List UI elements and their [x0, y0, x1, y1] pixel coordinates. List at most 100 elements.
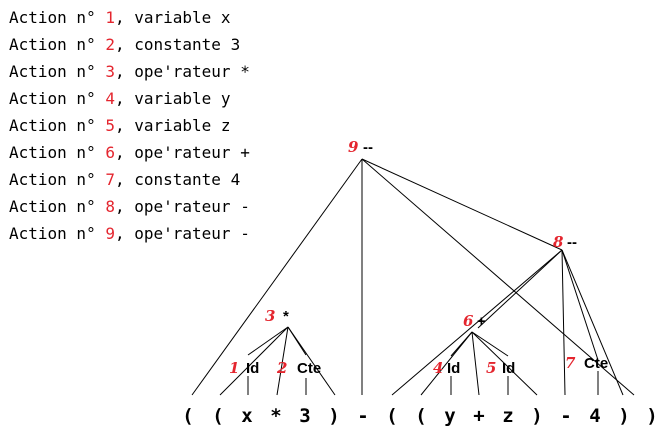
tree-edge	[420, 331, 473, 396]
leaf-label: Cte	[297, 360, 321, 377]
node-6: 6+	[463, 312, 486, 330]
leaf-label: Id	[502, 360, 515, 377]
tree-edge	[477, 249, 563, 329]
tree-edge	[561, 249, 624, 396]
tree-edge	[276, 326, 289, 396]
action-line: Action n° 8, ope'rateur -	[9, 193, 250, 220]
node-9: 9--	[348, 138, 373, 156]
node-number: 9	[348, 138, 359, 156]
action-description: , ope'rateur +	[114, 143, 250, 162]
node-number: 3	[265, 307, 275, 325]
token: -	[560, 405, 571, 427]
token: )	[531, 405, 542, 427]
node-number: 6	[463, 312, 474, 330]
action-line: Action n° 1, variable x	[9, 4, 250, 31]
token: (	[386, 405, 397, 427]
action-line: Action n° 4, variable y	[9, 85, 250, 112]
action-prefix: Action n°	[9, 89, 106, 108]
action-prefix: Action n°	[9, 197, 106, 216]
token: (	[182, 405, 193, 427]
tree-edge	[219, 326, 289, 396]
tree-edge	[561, 249, 566, 396]
action-number: 4	[105, 89, 115, 108]
tree-edge	[361, 158, 635, 396]
tree-edge	[287, 326, 336, 396]
node-number: 4	[433, 359, 443, 377]
token: +	[473, 405, 484, 427]
action-prefix: Action n°	[9, 8, 106, 27]
leaf-label: Id	[246, 360, 259, 377]
token: (	[415, 405, 426, 427]
tree-edge	[247, 326, 289, 356]
action-number: 5	[105, 116, 115, 135]
action-prefix: Action n°	[9, 143, 106, 162]
node-number: 1	[229, 359, 239, 377]
action-number: 9	[105, 224, 115, 243]
token: (	[212, 405, 223, 427]
tree-edge	[471, 331, 509, 357]
action-line: Action n° 2, constante 3	[9, 31, 250, 58]
action-prefix: Action n°	[9, 170, 106, 189]
node-number: 2	[276, 359, 287, 377]
action-description: , constante 3	[114, 35, 241, 54]
action-description: , variable y	[114, 89, 231, 108]
token: )	[618, 405, 629, 427]
action-prefix: Action n°	[9, 62, 106, 81]
node-operator: --	[363, 139, 373, 156]
action-number: 6	[105, 143, 115, 162]
node-operator: *	[283, 308, 289, 325]
action-prefix: Action n°	[9, 224, 106, 243]
leaf-7: 7 Cte	[565, 354, 608, 372]
tree-edge	[471, 331, 480, 396]
action-description: , ope'rateur -	[114, 197, 250, 216]
action-number: 8	[105, 197, 115, 216]
node-operator: +	[477, 313, 486, 330]
action-line: Action n° 7, constante 4	[9, 166, 250, 193]
action-number: 2	[105, 35, 115, 54]
action-description: , constante 4	[114, 170, 241, 189]
action-line: Action n° 9, ope'rateur -	[9, 220, 250, 247]
token: -	[357, 405, 368, 427]
tree-edge	[471, 331, 538, 396]
token: )	[328, 405, 339, 427]
action-number: 7	[105, 170, 115, 189]
action-description: , ope'rateur *	[114, 62, 250, 81]
token: 3	[299, 405, 310, 427]
action-line: Action n° 5, variable z	[9, 112, 250, 139]
node-number: 5	[486, 359, 496, 377]
leaf-1: 1 Id	[229, 359, 259, 377]
tree-edges	[191, 158, 635, 396]
token: y	[444, 405, 455, 427]
node-number: 8	[553, 233, 564, 251]
leaf-label: Id	[447, 360, 460, 377]
leaf-label: Cte	[584, 355, 608, 372]
tree-edge	[450, 331, 473, 357]
tree-edge	[561, 249, 599, 361]
action-prefix: Action n°	[9, 116, 106, 135]
action-number: 3	[105, 62, 115, 81]
tree-edge	[191, 158, 363, 396]
node-3: 3*	[265, 307, 289, 325]
node-operator: --	[567, 234, 577, 251]
token: 4	[589, 405, 600, 427]
leaf-2: 2 Cte	[276, 359, 321, 377]
action-number: 1	[105, 8, 115, 27]
leaf-5: 5 Id	[486, 359, 515, 377]
token: )	[646, 405, 657, 427]
action-description: , ope'rateur -	[114, 224, 250, 243]
tree-edge	[391, 249, 563, 396]
token: *	[270, 405, 281, 427]
action-description: , variable x	[114, 8, 231, 27]
action-prefix: Action n°	[9, 35, 106, 54]
node-number: 7	[565, 354, 576, 372]
token: x	[241, 405, 252, 427]
action-line: Action n° 6, ope'rateur +	[9, 139, 250, 166]
token: z	[502, 405, 513, 427]
tree-edge	[361, 158, 563, 251]
token-sequence: ((x*3)-((y+z)-4))	[182, 405, 657, 427]
